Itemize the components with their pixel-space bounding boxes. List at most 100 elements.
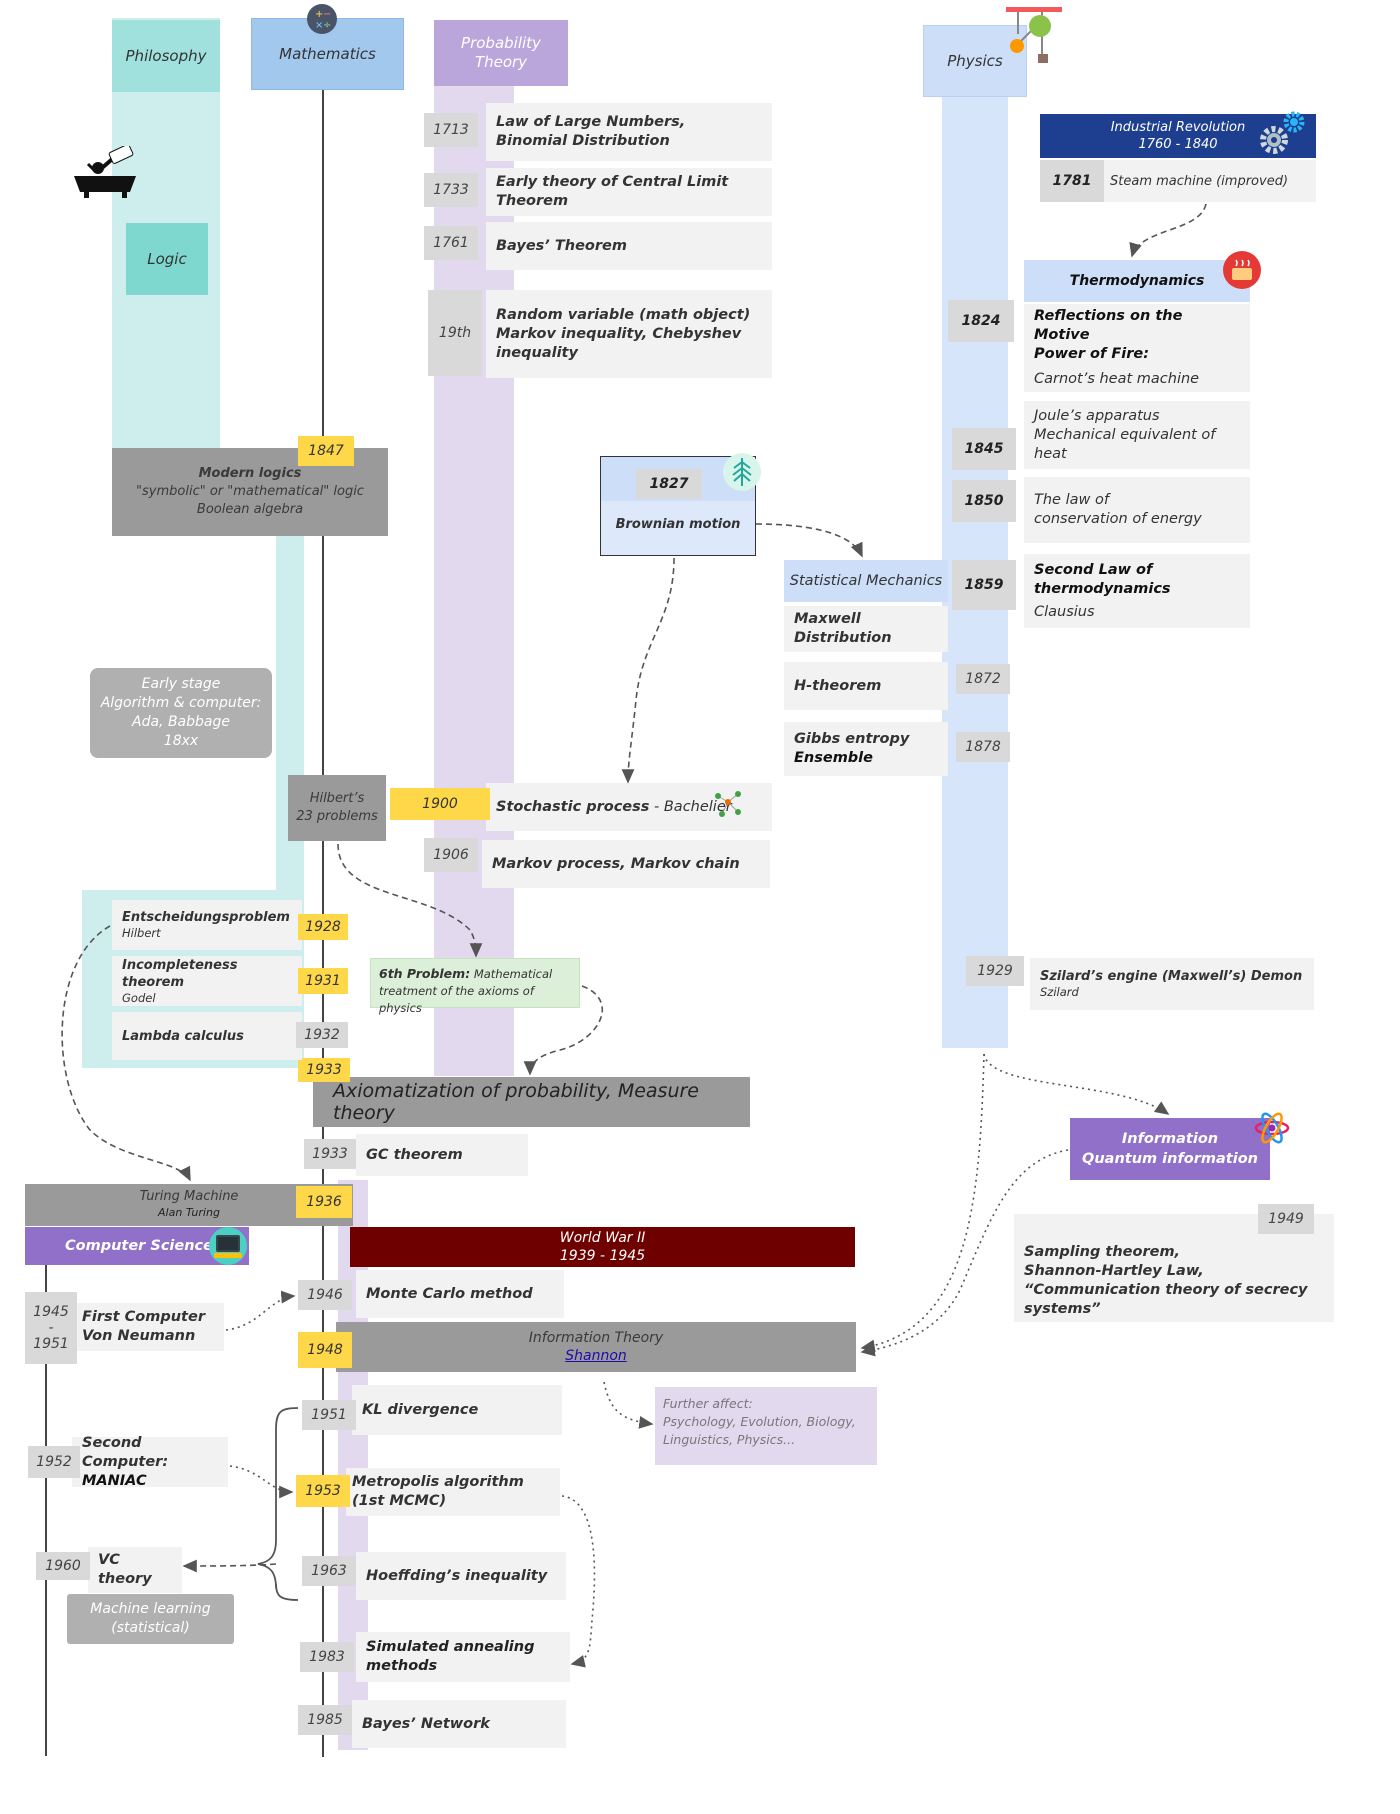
gc-theorem-card: GC theorem (356, 1134, 528, 1176)
hilbert-line1: Hilbert’s (309, 791, 365, 806)
year-1824: 1824 (948, 300, 1014, 342)
event-1761-text: Bayes’ Theorem (496, 237, 627, 254)
quantum-information-line1: Information (1121, 1131, 1219, 1147)
year-1960: 1960 (36, 1552, 90, 1580)
entscheidungsproblem-author: Hilbert (122, 926, 161, 940)
gibbs-entropy-card: Gibbs entropy Ensemble (784, 722, 948, 776)
year-dash: - (48, 1320, 54, 1336)
hoeffding-text: Hoeffding’s inequality (366, 1567, 548, 1584)
atom-icon (1254, 1112, 1290, 1144)
incompleteness-title: Incompleteness theorem (122, 957, 238, 990)
svg-text:−: − (323, 9, 331, 20)
tree-icon (723, 453, 761, 491)
szilard-author: Szilard (1040, 985, 1079, 999)
year-1761: 1761 (424, 226, 478, 260)
thermodynamics-label: Thermodynamics (1069, 272, 1205, 289)
event-1733-text: Early theory of Central Limit Theorem (496, 174, 729, 209)
logic-label: Logic (147, 249, 187, 268)
arrow-ml-to-vc (182, 1559, 277, 1573)
further-affect-line1: Further affect: (663, 1396, 753, 1411)
shannon-link[interactable]: Shannon (565, 1348, 627, 1364)
year-1850: 1850 (952, 480, 1016, 522)
entscheidungsproblem-title: Entscheidungsproblem (122, 910, 290, 925)
arrow-brownian-to-stochastic (621, 557, 675, 784)
sampling-theorem-line3: “Communication theory of secrecy systems… (1024, 1282, 1308, 1317)
year-1948: 1948 (298, 1332, 352, 1368)
year-1952: 1952 (28, 1446, 80, 1478)
second-computer-line1: Second Computer: (82, 1434, 169, 1470)
early-stage-box: Early stage Algorithm & computer: Ada, B… (90, 668, 272, 758)
monte-carlo-text: Monte Carlo method (366, 1285, 533, 1302)
arrow-physics-to-quantum (983, 1053, 1170, 1115)
markov-process-card: Markov process, Markov chain (482, 840, 770, 888)
probability-header-line2: Theory (474, 53, 528, 71)
physics-header: Physics (923, 25, 1027, 97)
turing-machine-author: Alan Turing (158, 1206, 220, 1219)
statistical-mechanics-header: Statistical Mechanics (784, 560, 948, 602)
event-1845-line2: Mechanical equivalent of heat (1034, 426, 1216, 462)
first-computer-line2: Von Neumann (82, 1328, 196, 1344)
year-1827: 1827 (636, 469, 702, 499)
industrial-revolution-years: 1760 - 1840 (1138, 137, 1218, 152)
incompleteness-author: Godel (122, 990, 156, 1005)
information-theory-box: Information Theory Shannon (336, 1322, 856, 1372)
year-1781: 1781 (1040, 160, 1104, 202)
probability-header: Probability Theory (434, 20, 568, 86)
event-1850-line2: conservation of energy (1034, 511, 1202, 527)
event-1850-card: The law of conservation of energy (1024, 477, 1250, 543)
event-1845-line1: Joule’s apparatus (1034, 407, 1160, 424)
hoeffding-card: Hoeffding’s inequality (356, 1552, 566, 1600)
sampling-theorem-line2: Shannon-Hartley Law, (1024, 1263, 1204, 1279)
svg-text:÷: ÷ (323, 20, 331, 31)
year-1929: 1929 (966, 956, 1024, 986)
year-1872: 1872 (956, 664, 1010, 694)
simulated-annealing-card: Simulated annealing methods (356, 1632, 570, 1682)
steam-machine-text: Steam machine (improved) (1110, 173, 1289, 189)
thermodynamics-header: Thermodynamics (1024, 260, 1250, 302)
year-1900: 1900 (390, 788, 490, 820)
machine-learning-line2: (statistical) (111, 1620, 190, 1636)
second-computer-line2: MANIAC (82, 1472, 147, 1489)
eureka-bathtub-icon (74, 146, 136, 198)
physics-header-label: Physics (947, 51, 1003, 70)
early-stage-line3: Ada, Babbage (132, 714, 230, 730)
modern-logics-title: Modern logics (198, 466, 302, 481)
vc-theory-card: VC theory (88, 1547, 182, 1593)
year-1878: 1878 (956, 732, 1010, 762)
year-1733: 1733 (424, 173, 478, 207)
year-1985: 1985 (298, 1705, 352, 1735)
gibbs-entropy-line1: Gibbs entropy (794, 731, 910, 747)
philosophy-header: Philosophy (112, 20, 220, 92)
year-1949: 1949 (1258, 1204, 1314, 1234)
event-1859-line2: thermodynamics (1034, 580, 1171, 597)
early-stage-line2: Algorithm & computer: (100, 695, 262, 711)
brownian-motion-text: Brownian motion (615, 517, 741, 532)
first-computer-line1: First Computer (82, 1309, 205, 1325)
event-1850-line1: The law of (1034, 492, 1109, 508)
year-1936: 1936 (296, 1186, 352, 1218)
arrow-physics-to-infotheory (860, 1053, 985, 1353)
maxwell-distribution-card: Maxwell Distribution (784, 606, 948, 652)
year-1859: 1859 (952, 560, 1016, 610)
event-1845-card: Joule’s apparatus Mechanical equivalent … (1024, 401, 1250, 469)
gc-theorem-text: GC theorem (366, 1146, 463, 1163)
statistical-mechanics-label: Statistical Mechanics (789, 572, 943, 589)
hilbert-line2: 23 problems (296, 809, 378, 824)
event-1713-line2: Binomial Distribution (496, 133, 670, 149)
year-19th: 19th (428, 290, 482, 376)
ww2-title: World War II (559, 1230, 646, 1246)
arrow-steam-to-thermo (1129, 203, 1207, 258)
modern-logics-line2: "symbolic" or "mathematical" logic (136, 484, 364, 499)
stochastic-process-text: Stochastic process - Bachelier (496, 798, 762, 817)
sixth-problem-line2: treatment of the axioms of physics (379, 984, 534, 1015)
event-19th-card: Random variable (math object) Markov ine… (486, 290, 772, 378)
pendulum-icon (1006, 7, 1062, 63)
metropolis-line1: Metropolis algorithm (352, 1474, 524, 1490)
sixth-problem-box: 6th Problem: Mathematical treatment of t… (370, 958, 580, 1015)
industrial-revolution-title: Industrial Revolution (1110, 120, 1246, 135)
quantum-information-line2: Quantum information (1082, 1151, 1258, 1167)
simulated-annealing-line2: methods (366, 1658, 438, 1674)
year-1983: 1983 (300, 1642, 354, 1672)
arrow-maniac-to-metropolis (229, 1465, 294, 1499)
further-affect-line3: Linguistics, Physics... (663, 1432, 796, 1447)
